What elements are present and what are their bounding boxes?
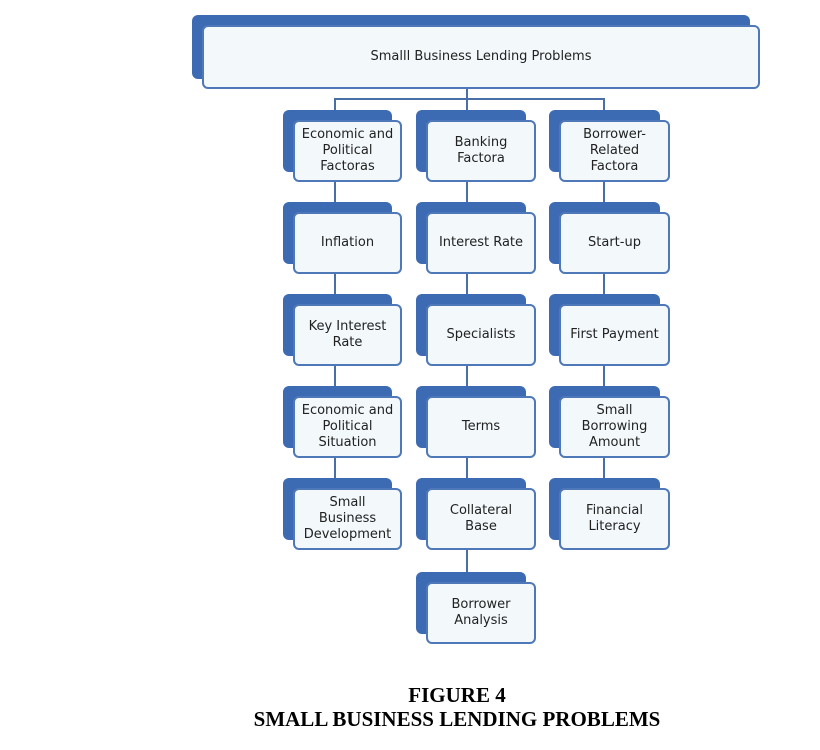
branch-bar bbox=[334, 98, 604, 100]
col3-item-2: First Payment bbox=[549, 294, 670, 366]
branch-drop-col3 bbox=[603, 98, 605, 110]
figure-label: FIGURE 4 bbox=[408, 683, 506, 707]
col3-item-3-label: Small Borrowing Amount bbox=[559, 396, 670, 458]
col3-item-1-label: Start-up bbox=[559, 212, 670, 274]
col1-header-node: Economic and Political Factoras bbox=[283, 110, 402, 182]
col3-item-4: Financial Literacy bbox=[549, 478, 670, 550]
col2-connector bbox=[466, 180, 468, 580]
root-connector bbox=[466, 89, 468, 99]
col1-item-3: Economic and Political Situation bbox=[283, 386, 402, 458]
col3-item-4-label: Financial Literacy bbox=[559, 488, 670, 550]
col1-item-2: Key Interest Rate bbox=[283, 294, 402, 366]
col1-item-2-label: Key Interest Rate bbox=[293, 304, 402, 366]
col3-item-1: Start-up bbox=[549, 202, 670, 274]
col3-item-2-label: First Payment bbox=[559, 304, 670, 366]
col1-item-1-label: Inflation bbox=[293, 212, 402, 274]
col2-item-1-label: Interest Rate bbox=[426, 212, 536, 274]
col1-header-label: Economic and Political Factoras bbox=[293, 120, 402, 182]
col1-item-1: Inflation bbox=[283, 202, 402, 274]
col2-item-4-label: Collateral Base bbox=[426, 488, 536, 550]
root-node: Smalll Business Lending Problems bbox=[192, 15, 760, 89]
col2-item-3: Terms bbox=[416, 386, 536, 458]
col2-item-4: Collateral Base bbox=[416, 478, 536, 550]
figure-title: SMALL BUSINESS LENDING PROBLEMS bbox=[253, 707, 661, 731]
col1-item-3-label: Economic and Political Situation bbox=[293, 396, 402, 458]
col3-header-node: Borrower-Related Factora bbox=[549, 110, 670, 182]
col2-header-node: Banking Factora bbox=[416, 110, 536, 182]
col2-item-5: Borrower Analysis bbox=[416, 572, 536, 644]
col3-header-label: Borrower-Related Factora bbox=[559, 120, 670, 182]
root-label: Smalll Business Lending Problems bbox=[202, 25, 760, 89]
col2-item-5-label: Borrower Analysis bbox=[426, 582, 536, 644]
branch-drop-col2 bbox=[466, 98, 468, 110]
col1-item-4: Small Business Development bbox=[283, 478, 402, 550]
branch-drop-col1 bbox=[334, 98, 336, 110]
figure-caption: FIGURE 4 SMALL BUSINESS LENDING PROBLEMS bbox=[0, 683, 820, 731]
col3-item-3: Small Borrowing Amount bbox=[549, 386, 670, 458]
col1-item-4-label: Small Business Development bbox=[293, 488, 402, 550]
lending-problems-diagram: Smalll Business Lending Problems Economi… bbox=[192, 15, 760, 644]
col2-item-2: Specialists bbox=[416, 294, 536, 366]
col2-item-1: Interest Rate bbox=[416, 202, 536, 274]
col2-header-label: Banking Factora bbox=[426, 120, 536, 182]
col2-item-2-label: Specialists bbox=[426, 304, 536, 366]
col2-item-3-label: Terms bbox=[426, 396, 536, 458]
